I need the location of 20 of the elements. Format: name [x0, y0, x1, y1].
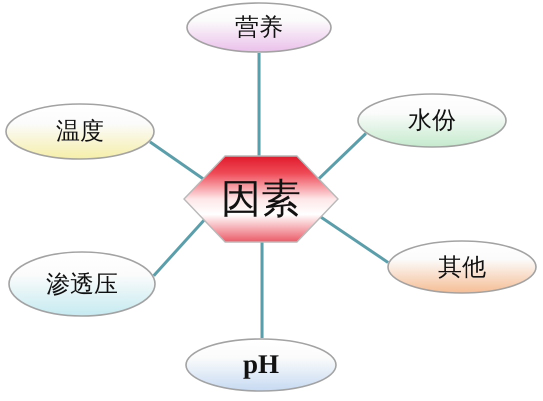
topic-ellipse — [357, 93, 507, 148]
node-label: 其他 — [438, 254, 486, 280]
connector-line — [260, 242, 264, 338]
node-label: 渗透压 — [46, 270, 118, 298]
connector-line — [258, 53, 260, 156]
connector-line — [152, 219, 206, 277]
node-label: pH — [242, 350, 280, 380]
node-label: 温度 — [56, 118, 104, 145]
topic-ellipse — [186, 2, 332, 53]
hub-hexagon — [183, 155, 339, 243]
connector-line — [149, 140, 204, 180]
connector-line — [318, 132, 367, 180]
node-label: 水份 — [408, 107, 456, 134]
topic-ellipse — [185, 338, 337, 392]
topic-ellipse — [8, 251, 156, 317]
connector-line — [320, 216, 389, 264]
topic-ellipse — [387, 240, 537, 294]
topic-ellipse — [5, 103, 155, 160]
node-label: 因素 — [221, 177, 301, 221]
node-label: 营养 — [235, 14, 283, 41]
